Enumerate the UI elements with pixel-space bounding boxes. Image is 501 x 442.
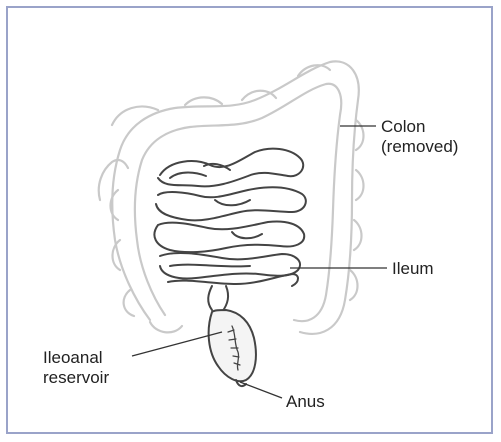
small-intestine [154, 149, 305, 312]
reservoir-label-line2: reservoir [43, 368, 109, 388]
ileum-label: Ileum [392, 259, 434, 279]
colon-outline [99, 61, 364, 333]
colon-label-line2: (removed) [381, 137, 458, 157]
reservoir-label-line1: Ileoanal [43, 348, 109, 368]
anus-label: Anus [286, 392, 325, 412]
ileoanal-reservoir [209, 310, 256, 386]
colon-label-line1: Colon [381, 117, 458, 137]
reservoir-label: Ileoanal reservoir [43, 348, 109, 388]
colon-label: Colon (removed) [381, 117, 458, 157]
